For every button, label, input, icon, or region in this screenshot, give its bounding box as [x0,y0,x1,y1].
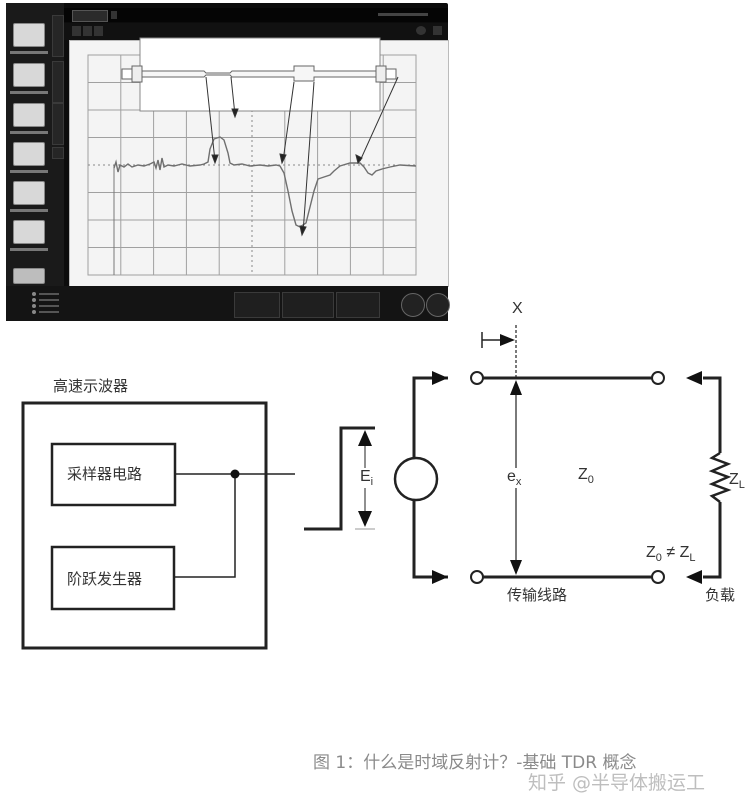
schematic-drawing [21,325,732,650]
button-caption [10,248,48,251]
pulse-train-icon [13,181,45,205]
side-tab [52,61,64,103]
button-caption [10,131,48,134]
trigger-panel [336,292,380,318]
button-caption [10,91,48,94]
tdr-schematic: 高速示波器 采样器电路 阶跃发生器 Ei X ex Z0 ZL Z0 ≠ ZL … [0,290,754,670]
figure-caption: 图 1：什么是时域反射计？-基础 TDR 概念 [313,753,637,773]
load-impedance-label: ZL [729,471,745,491]
button-caption [10,170,48,173]
voltage-at-x-label: ex [507,468,522,488]
transmission-line-overlay [121,37,399,237]
oscilloscope-tab [72,10,108,22]
channel-indicator [32,310,36,314]
rising-edge-icon [13,23,45,47]
channel-indicator [32,292,36,296]
step-generator-label: 阶跃发生器 [67,570,143,588]
channel-label [39,293,59,295]
button-caption [10,209,48,212]
run-stop-button [401,293,425,317]
acquisition-panel [282,292,334,318]
oscilloscope-toolbar [64,23,448,40]
tool-icon [72,26,81,36]
channel-indicator [32,298,36,302]
tool-icon [94,26,103,36]
oscilloscope-screenshot [6,3,450,321]
transmission-line-label: 传输线路 [507,586,568,604]
line-impedance-label: Z0 [578,466,594,486]
single-button [426,293,450,317]
pulse-train-icon [13,142,45,166]
timebase-panel [234,292,280,318]
impedance-mismatch-label: Z0 ≠ ZL [646,544,696,564]
window-title [378,13,428,16]
junction-dot [230,469,240,479]
oscilloscope-titlebar [64,8,448,22]
side-tab [52,103,64,145]
blank-button [13,268,45,284]
channel-label [39,299,59,301]
camera-icon [416,26,426,35]
add-tab-icon [111,11,117,19]
oscilloscope-sidebar [6,3,64,286]
eye-pattern-icon [13,103,45,127]
step-amplitude-label: Ei [359,468,375,488]
load-label: 负载 [705,586,736,604]
oscilloscope-box [21,401,268,650]
voltage-source [393,456,439,502]
tool-icon [83,26,92,36]
channel-label [39,305,59,307]
side-tab [52,147,64,159]
oscilloscope-statusbar [6,286,450,321]
sampler-circuit-label: 采样器电路 [67,465,143,483]
settings-icon [433,26,442,35]
channel-indicator [32,304,36,308]
button-caption [10,51,48,54]
position-marker-label: X [512,300,523,317]
channel-label [39,311,59,313]
watermark: 知乎 @半导体搬运工 [528,772,706,794]
oscilloscope-label: 高速示波器 [53,377,129,395]
side-tab [52,15,64,57]
falling-edge-icon [13,63,45,87]
single-pulse-icon [13,220,45,244]
